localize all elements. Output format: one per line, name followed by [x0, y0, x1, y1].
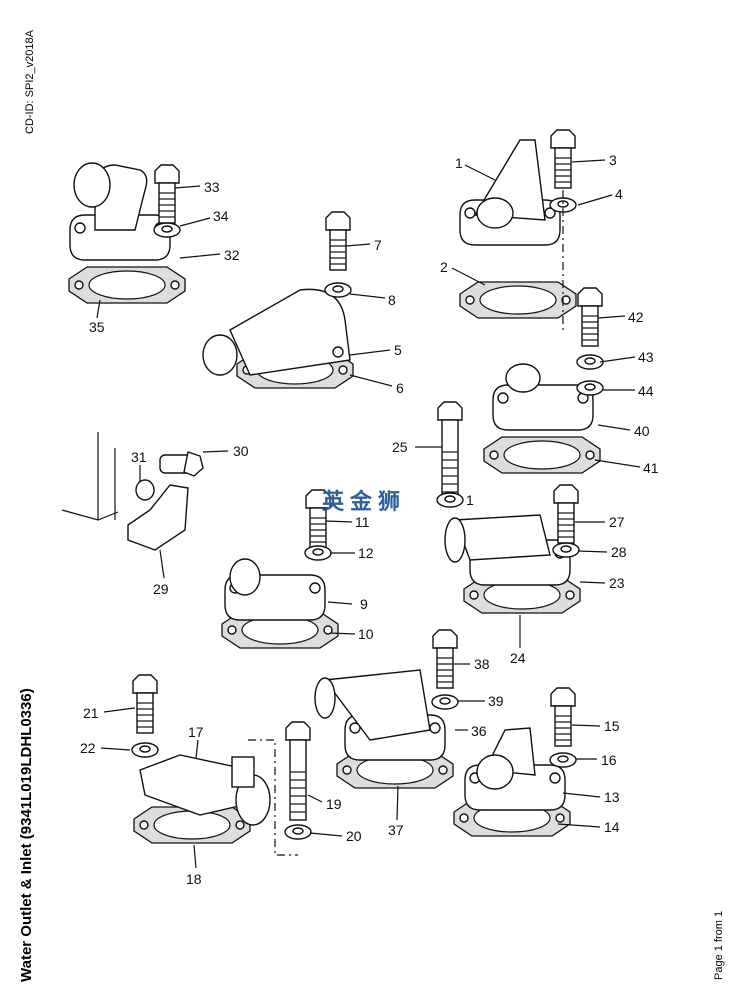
- callout-38: 38: [474, 656, 490, 672]
- callout-44: 44: [638, 383, 654, 399]
- assembly-23-inlet-housing: [436, 401, 581, 614]
- callout-29: 29: [153, 581, 169, 597]
- callout-17: 17: [188, 724, 204, 740]
- callout-36: 36: [471, 723, 487, 739]
- callout-30: 30: [233, 443, 249, 459]
- callout-23: 23: [609, 575, 625, 591]
- callout-8: 8: [388, 292, 396, 308]
- callout-35: 35: [89, 319, 105, 335]
- callout-18: 18: [186, 871, 202, 887]
- callout-19: 19: [326, 796, 342, 812]
- callout-6: 6: [396, 380, 404, 396]
- callout-31: 31: [131, 449, 147, 465]
- callout-11: 11: [355, 514, 370, 530]
- leader-lines: [96, 159, 641, 869]
- callout-28: 28: [611, 544, 627, 560]
- assembly-9-outlet-housing: [221, 489, 339, 649]
- assembly-1-water-outlet: [459, 129, 577, 330]
- callout-32: 32: [224, 247, 240, 263]
- callout-1: 1: [455, 155, 463, 171]
- assembly-40-outlet-housing: [483, 287, 604, 474]
- callout-labels: 33 34 32 35 7 8 5 6 1 2 3 4 42 43 44 40 …: [80, 152, 659, 887]
- callout-2: 2: [440, 259, 448, 275]
- assembly-29-bracket: [61, 432, 204, 551]
- callout-42: 42: [628, 309, 644, 325]
- callout-27: 27: [609, 514, 625, 530]
- callout-43: 43: [638, 349, 654, 365]
- callout-16: 16: [601, 752, 617, 768]
- callout-14: 14: [604, 819, 620, 835]
- callout-4: 4: [615, 186, 623, 202]
- callout-41: 41: [643, 460, 659, 476]
- assembly-36-outlet-elbow: [314, 629, 459, 789]
- callout-37: 37: [388, 822, 404, 838]
- callout-12: 12: [358, 545, 374, 561]
- callout-24: 24: [510, 650, 526, 666]
- callout-25: 25: [392, 439, 408, 455]
- callout-20: 20: [346, 828, 362, 844]
- callout-5: 5: [394, 342, 402, 358]
- callout-33: 33: [204, 179, 220, 195]
- assembly-13-outlet-housing: [453, 687, 577, 837]
- assembly-17-inlet-housing: [131, 674, 312, 856]
- callout-3: 3: [609, 152, 617, 168]
- callout-40: 40: [634, 423, 650, 439]
- callout-34: 34: [213, 208, 229, 224]
- callout-22: 22: [80, 740, 96, 756]
- callout-9: 9: [360, 596, 368, 612]
- callout-10: 10: [358, 626, 374, 642]
- callout-15: 15: [604, 718, 620, 734]
- assembly-32-outlet-elbow: [68, 162, 186, 304]
- callout-13: 13: [604, 789, 620, 805]
- callout-7: 7: [374, 237, 382, 253]
- assembly-5-outlet-housing: [202, 211, 354, 389]
- callout-39: 39: [488, 693, 504, 709]
- callout-21: 21: [83, 705, 99, 721]
- callout-1-small: 1: [466, 492, 474, 508]
- watermark: 英金狮: [322, 490, 407, 515]
